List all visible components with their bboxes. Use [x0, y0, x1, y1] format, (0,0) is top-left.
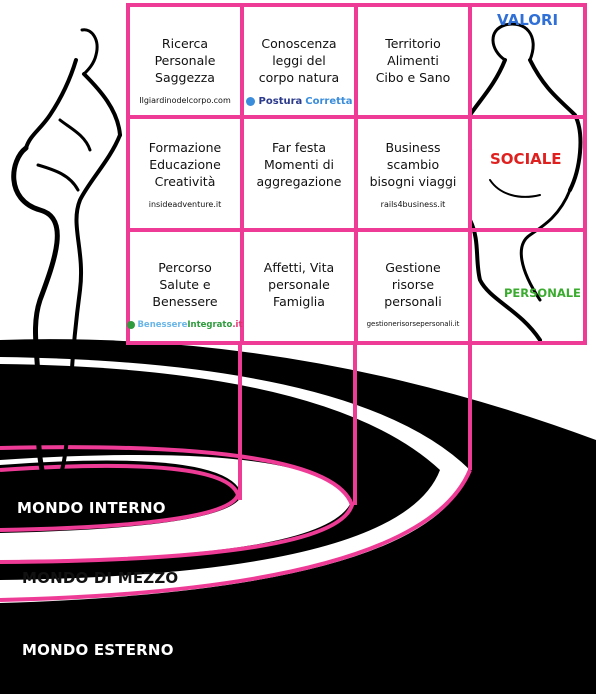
label-mondo-esterno: MONDO ESTERNO — [22, 641, 174, 659]
cell-title: Conoscenza leggi del corpo natura — [258, 36, 340, 85]
grid-cell-far-festa: Far festa Momenti di aggregazione — [244, 119, 354, 228]
cell-title: Territorio Alimenti Cibo e Sano — [375, 36, 451, 85]
cell-title: Affetti, Vita personale Famiglia — [263, 260, 335, 309]
grid-cell-gestione: Gestione risorse personali gestionerisor… — [358, 232, 468, 341]
grid-cell-percorso: Percorso Salute e Benessere Benessere In… — [127, 232, 243, 341]
cell-title: Gestione risorse personali — [384, 260, 442, 309]
cell-title: Formazione Educazione Creatività — [148, 140, 222, 189]
woman-figure-illustration — [11, 28, 122, 473]
grid-lines — [126, 3, 587, 345]
cell-link-insideadventure[interactable]: insideadventure.it — [148, 200, 222, 209]
ring-outline-middle — [0, 445, 355, 564]
cell-title: Ricerca Personale Saggezza — [154, 36, 216, 85]
grid-cell-ricerca: Ricerca Personale Saggezza Ilgiardinodel… — [130, 7, 240, 115]
grid-cell-territorio: Territorio Alimenti Cibo e Sano — [358, 7, 468, 115]
label-valori: VALORI — [497, 11, 559, 29]
cell-title: Business scambio bisogni viaggi — [369, 140, 457, 189]
inner-world-core — [0, 460, 242, 533]
ring-outline-inner — [0, 463, 241, 532]
label-mondo-interno: MONDO INTERNO — [17, 499, 166, 517]
person-icon — [245, 97, 255, 106]
label-mondo-di-mezzo: MONDO DI MEZZO — [22, 569, 179, 587]
grid-cell-formazione: Formazione Educazione Creatività insidea… — [130, 119, 240, 228]
grid-cell-affetti: Affetti, Vita personale Famiglia — [244, 232, 354, 341]
benessere-integrato-logo[interactable]: Benessere Integrato .it — [127, 320, 243, 330]
cell-link-gestionerisorsepersonali[interactable]: gestionerisorsepersonali.it — [366, 320, 460, 328]
ring-outline-outer — [0, 469, 472, 602]
cell-title: Percorso Salute e Benessere — [152, 260, 218, 309]
grid-cell-conoscenza: Conoscenza leggi del corpo natura Postur… — [244, 7, 354, 115]
leaf-icon — [127, 321, 136, 329]
label-sociale: SOCIALE — [490, 150, 562, 168]
label-personale: PERSONALE — [504, 286, 581, 300]
cell-link-ilgiardinodelcorpo[interactable]: Ilgiardinodelcorpo.com — [139, 96, 231, 105]
postura-corretta-logo[interactable]: Postura Corretta — [245, 96, 352, 107]
cell-link-rails4business[interactable]: rails4business.it — [380, 200, 446, 209]
cell-title: Far festa Momenti di aggregazione — [256, 140, 342, 189]
grid-cell-business: Business scambio bisogni viaggi rails4bu… — [358, 119, 468, 228]
